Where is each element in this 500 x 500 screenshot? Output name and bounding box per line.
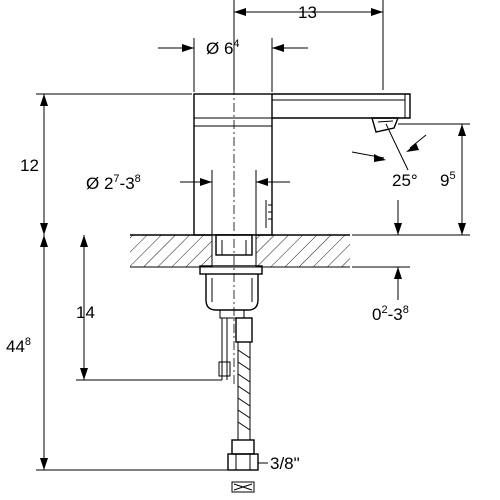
- spout: [272, 93, 411, 133]
- countertop: [130, 234, 350, 268]
- dim-angle: [351, 123, 427, 171]
- dim-12-label: 12: [20, 156, 39, 175]
- dim-14-label: 14: [76, 303, 95, 322]
- dim-deck-thickness-label: 02-38: [372, 304, 409, 324]
- dim-hole-diameter-label: Ø 27-38: [86, 173, 141, 193]
- mounting-assembly: [199, 234, 263, 319]
- dim-body-diameter-label: Ø 64: [206, 38, 240, 58]
- dim-spout-height-label: 95: [440, 170, 456, 190]
- supply-hose: [227, 317, 259, 493]
- dim-44: [36, 235, 228, 471]
- dim-body-diameter: [158, 38, 308, 92]
- thread-size-label: 3/8": [270, 454, 300, 473]
- secondary-pipe: [218, 318, 231, 380]
- dim-angle-label: 25°: [392, 171, 418, 190]
- dim-12: [36, 93, 192, 235]
- dim-spout-height: [352, 123, 470, 236]
- faucet-body: [193, 93, 273, 236]
- dim-hole-diameter: [180, 170, 290, 234]
- dim-deck-thickness: [352, 266, 410, 300]
- dim-13: [233, 0, 384, 90]
- dim-13-label: 13: [298, 3, 317, 22]
- dim-14: [76, 235, 222, 381]
- dim-44-label: 448: [6, 336, 31, 356]
